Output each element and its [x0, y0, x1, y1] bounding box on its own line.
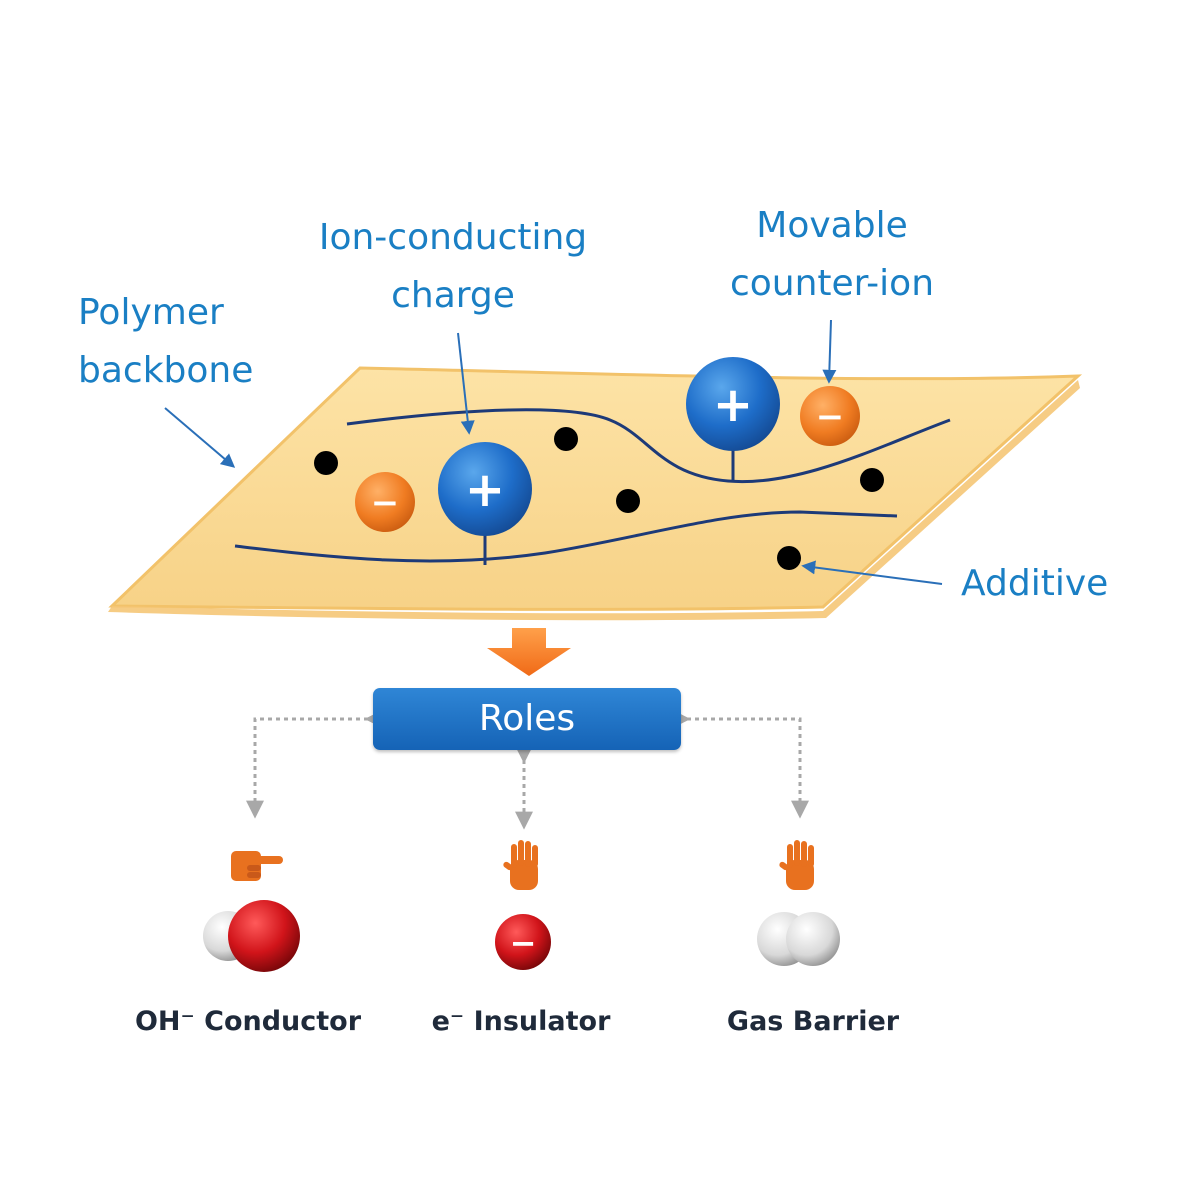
polymer-chains [234, 408, 951, 565]
label-movable-counter-ion-line1: Movable [756, 205, 908, 246]
stop-hand-icon [503, 840, 538, 890]
additive-particles [314, 427, 884, 570]
anion-right-symbol: − [816, 397, 845, 437]
additive-particle [616, 489, 640, 513]
down-arrow-icon [487, 628, 571, 676]
role-label-e-insulator: e⁻ Insulator [431, 1006, 611, 1037]
label-additive: Additive [961, 563, 1109, 604]
label-movable-counter-ion: Movable counter-ion [712, 197, 952, 313]
label-polymer-backbone: Polymer backbone [78, 284, 253, 400]
label-polymer-backbone-line1: Polymer [78, 292, 224, 333]
role-connectors [246, 710, 809, 830]
electron-icon: − [495, 914, 551, 970]
label-ion-conducting-charge: Ion-conducting charge [303, 209, 603, 325]
pointer-polymer-backbone [164, 407, 236, 468]
stop-hand-icon [779, 840, 814, 890]
polymer-chain-lower [234, 510, 898, 563]
anion-right: − [800, 386, 860, 446]
pointer-additive [801, 560, 943, 585]
label-pointers [164, 319, 943, 585]
cation-left-symbol: + [465, 462, 505, 518]
polymer-chain-upper [346, 408, 951, 484]
cation-left: + [438, 442, 532, 536]
connector-left [246, 710, 383, 819]
hydrogen-molecule-icon [757, 912, 840, 966]
connector-right [672, 710, 809, 819]
label-ion-conducting-charge-line2: charge [391, 275, 515, 316]
additive-particle [860, 468, 884, 492]
anion-left-symbol: − [371, 483, 400, 523]
label-ion-conducting-charge-line1: Ion-conducting [318, 217, 588, 258]
additive-particle [777, 546, 801, 570]
anion-left: − [355, 472, 415, 532]
hydroxide-molecule-icon [203, 900, 300, 972]
electron-symbol: − [510, 924, 537, 962]
role-label-gas-barrier: Gas Barrier [726, 1006, 900, 1037]
label-movable-counter-ion-line2: counter-ion [729, 263, 935, 304]
cation-right: + [686, 357, 780, 451]
pointer-ion-conducting-charge [457, 332, 475, 435]
pointer-movable-counter-ion [822, 319, 837, 384]
pointing-hand-icon [231, 851, 283, 881]
cation-right-symbol: + [713, 377, 753, 433]
roles-box: Roles [373, 688, 681, 750]
role-label-oh-conductor: OH⁻ Conductor [134, 1006, 362, 1037]
label-polymer-backbone-line2: backbone [78, 350, 254, 391]
additive-particle [554, 427, 578, 451]
additive-particle [314, 451, 338, 475]
